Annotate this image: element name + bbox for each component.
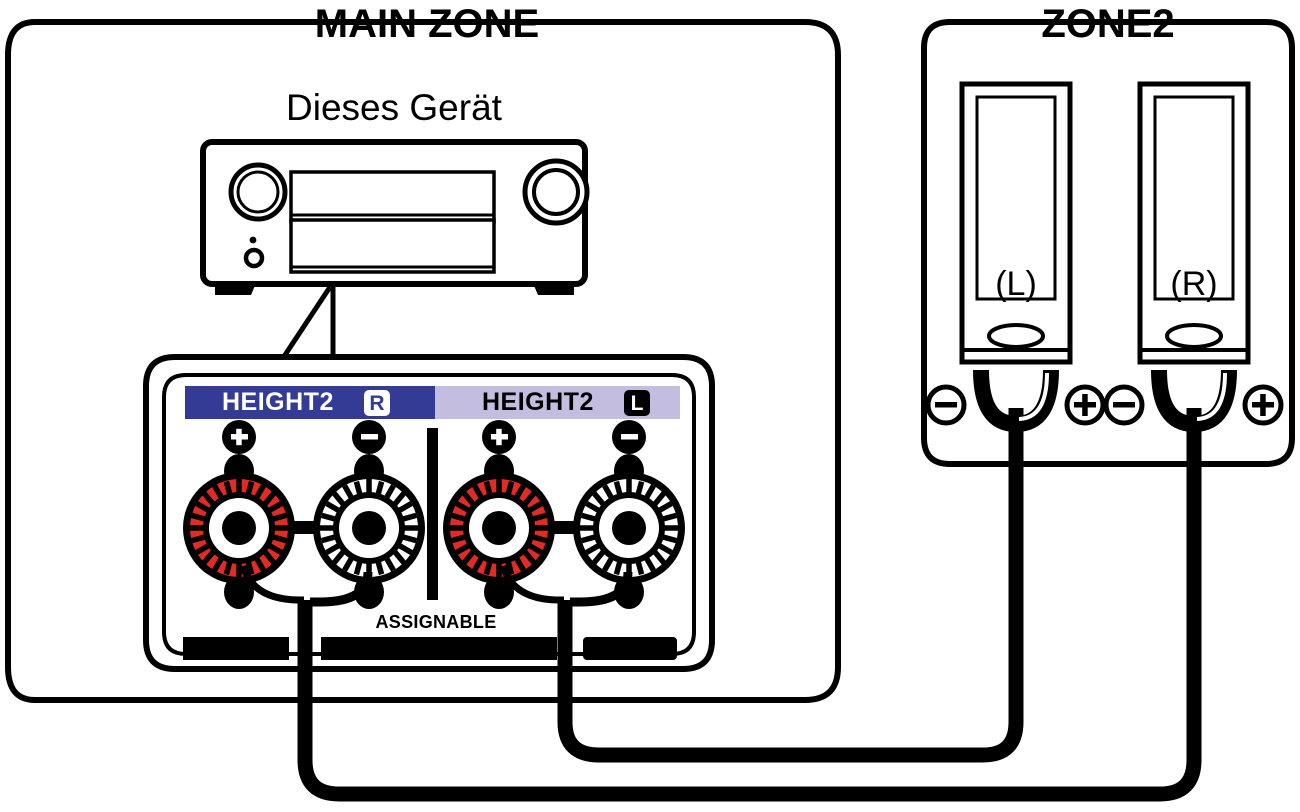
badge-l-bg [624,390,650,416]
badge-r: R [364,390,390,416]
main-zone-frame [5,19,841,703]
binding-post-height2-right-positive[interactable] [183,472,295,584]
assignable-label: ASSIGNABLE [375,612,496,632]
badge-l: L [624,390,650,416]
label-bar-height2-right [185,386,435,419]
speaker-right-grille [1153,95,1235,301]
main-zone-title: MAIN ZONE [315,2,539,46]
zone2-frame [921,19,1295,467]
device-label: Dieses Gerät [286,87,503,128]
receiver-front-flap[interactable] [289,218,496,274]
polarity-indicators [222,420,646,454]
binding-post-height2-left-positive[interactable] [443,472,555,584]
callout-lines [280,285,336,360]
label-height2-left-text: HEIGHT2 [482,388,594,416]
terminal-group-divider [427,428,438,600]
receiver-power-button[interactable] [243,247,265,269]
binding-post-height2-right-negative[interactable] [313,472,425,584]
zone2-speaker-left: (L) [925,81,1106,433]
callout-line-diagonal [280,285,333,360]
speaker-left-cable-highlight [1018,372,1049,421]
badge-r-bg [364,390,390,416]
badge-l-letter: L [631,392,644,415]
receiver-knob-right-inner [532,168,580,216]
speaker-right-label: (R) [1170,265,1217,303]
av-receiver [200,139,590,295]
speaker-right-cable-loop [1151,369,1237,433]
binding-post-height2-left-negative[interactable] [573,472,685,584]
zone2-speaker-right: (R) [1103,81,1284,433]
speaker-left-port [987,323,1045,349]
speaker-left-plus-terminal [1064,384,1106,426]
zone2-title: ZONE2 [1041,2,1174,46]
receiver-status-led [249,236,257,244]
post-stems [224,454,644,609]
speaker-left-minus-terminal [925,384,967,426]
speaker-cable-right-channel [239,408,1202,802]
speaker-right-cable-highlight [1196,372,1227,421]
speaker-left-grille [975,95,1057,301]
terminal-panel: HEIGHT2 R HEIGHT2 L [143,354,715,672]
label-height2-right-text: HEIGHT2 [222,388,334,416]
speaker-right-port [1165,323,1223,349]
badge-r-letter: R [369,392,384,415]
speaker-left-label: (L) [995,265,1037,303]
speaker-right-plus-terminal [1242,384,1284,426]
receiver-knob-left-inner [236,170,280,214]
speaker-left-cable-loop [973,369,1059,433]
speaker-cable-left-channel [499,408,1024,763]
terminal-panel-vent-bar [183,637,677,660]
speaker-right-minus-terminal [1103,384,1145,426]
